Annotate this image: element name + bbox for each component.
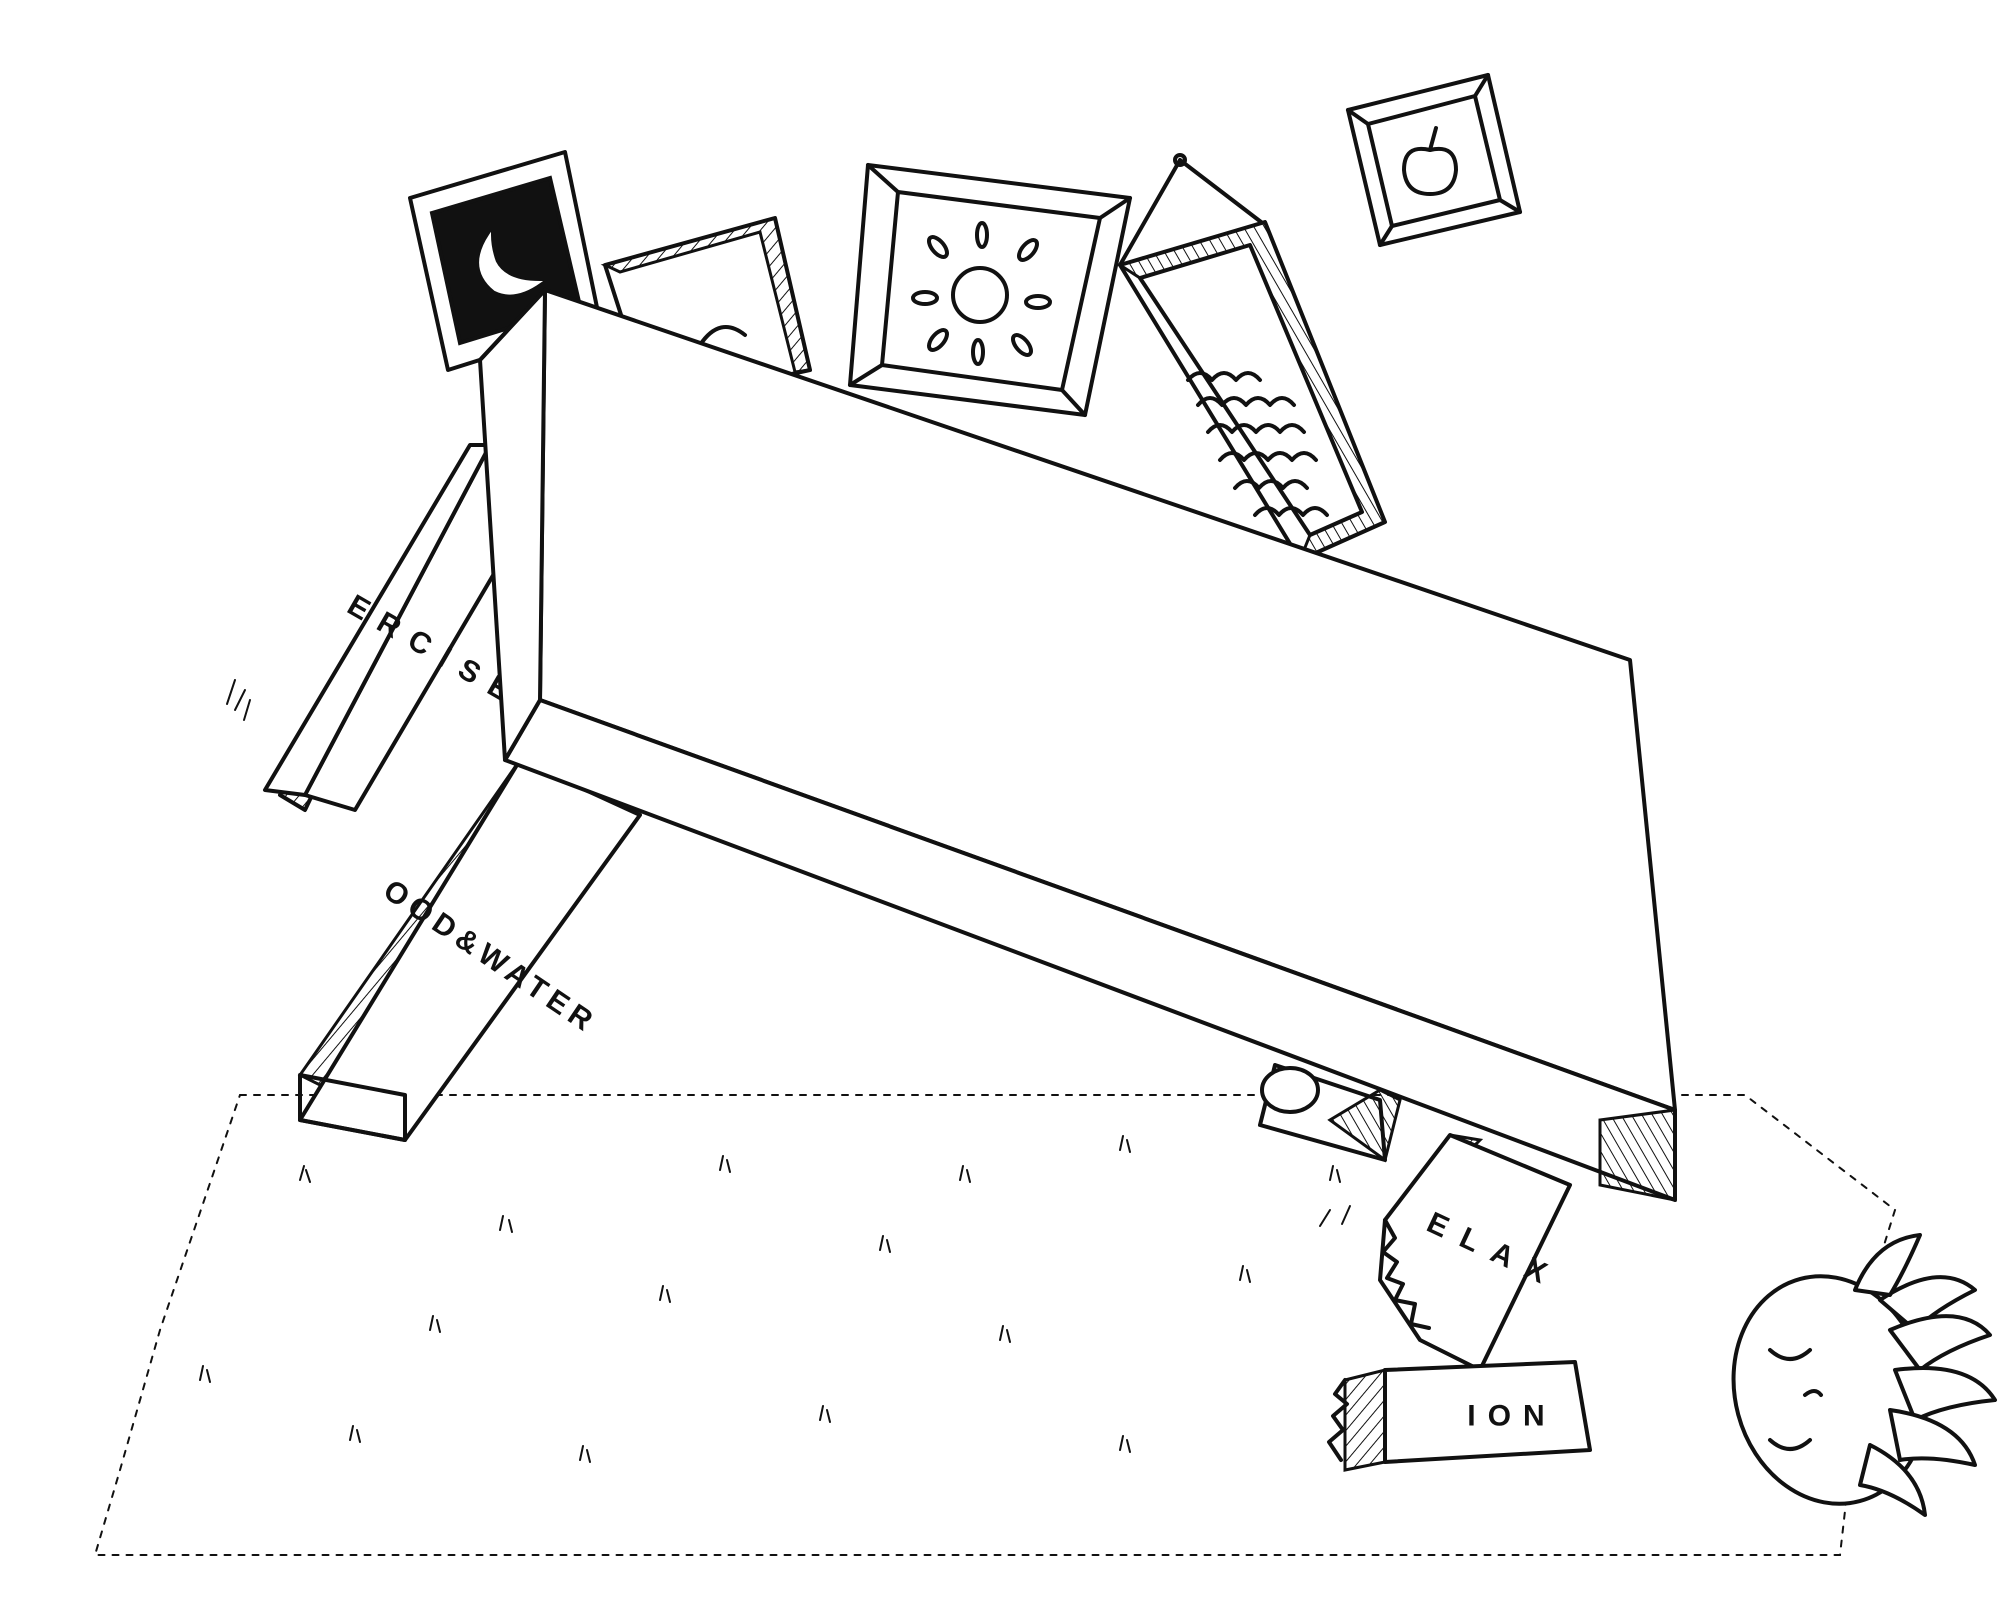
broken-leg-label: NOI — [1455, 1398, 1544, 1431]
waves-icon — [1186, 371, 1329, 517]
sun-icon — [911, 221, 1052, 366]
moon-icon — [479, 231, 544, 295]
frame-apple — [1346, 73, 1522, 247]
frame-waves — [1116, 153, 1387, 563]
leg-back-right — [1258, 1063, 1402, 1163]
leaf-crown — [1853, 1233, 1997, 1517]
tabletop — [478, 288, 1677, 1202]
grass-tufts — [226, 679, 1351, 1227]
frame-sun — [848, 163, 1132, 417]
leg-relax: ELAX — [1378, 1133, 1572, 1372]
sleeping-head — [1731, 1233, 1997, 1517]
leg-food-water: OOD&WATER — [297, 758, 642, 1142]
apple-icon — [1402, 126, 1458, 196]
broken-leg-piece: NOI — [1327, 1360, 1592, 1472]
